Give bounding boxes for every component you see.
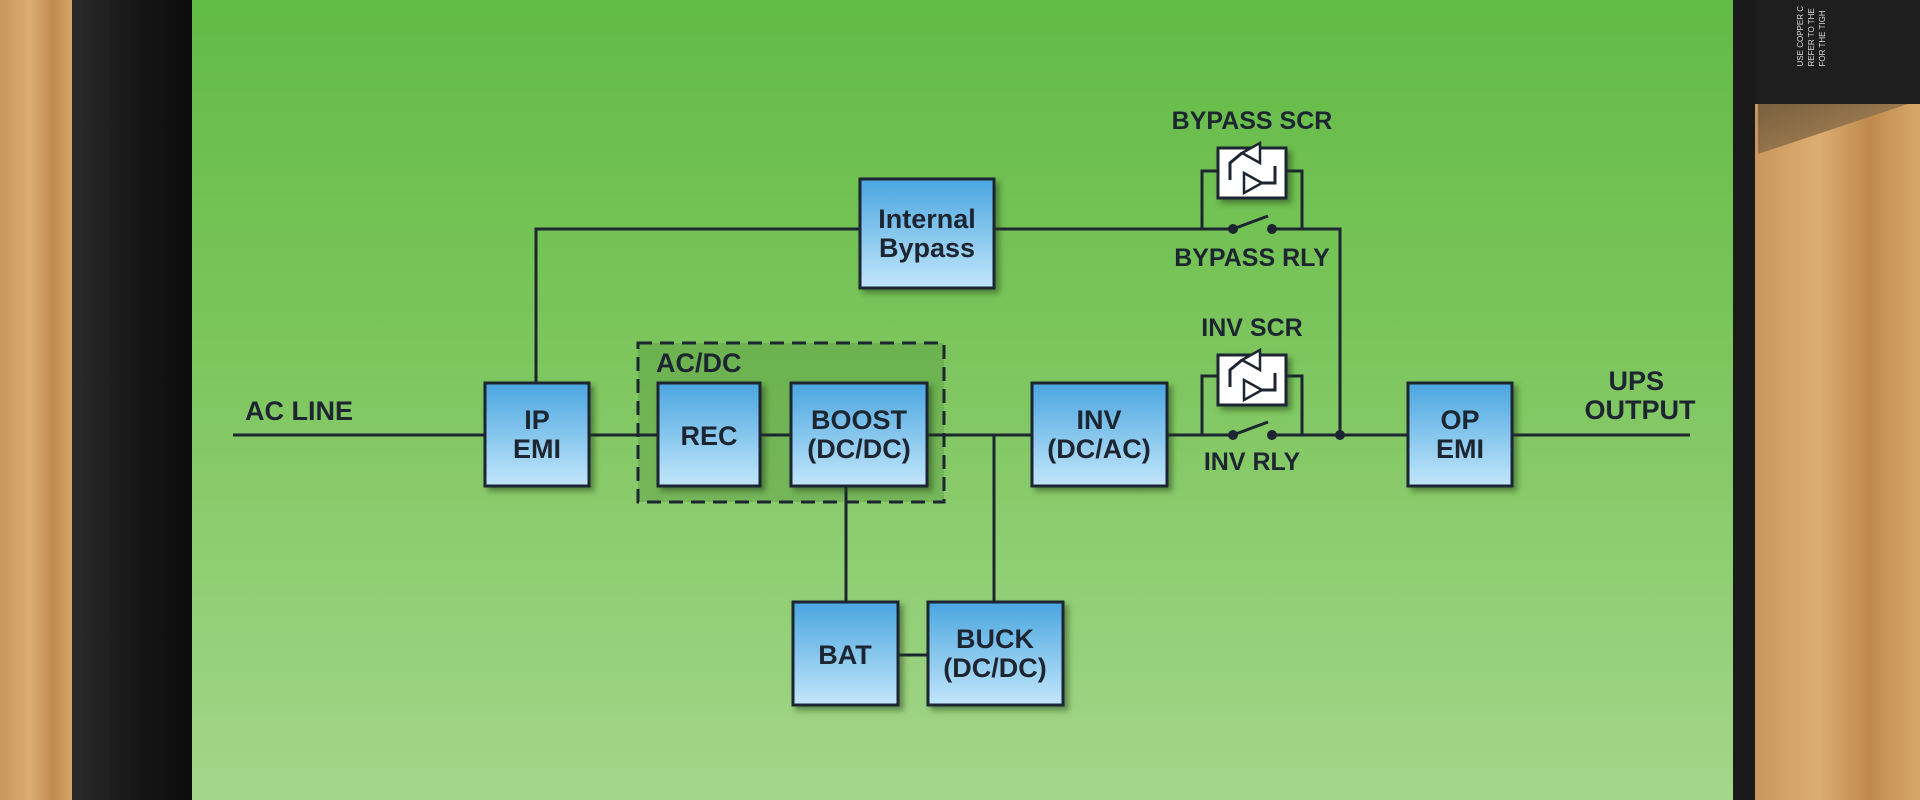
wires — [233, 227, 1690, 657]
block-box — [791, 600, 900, 707]
wood-surface-left — [0, 0, 75, 800]
block-box — [858, 177, 996, 290]
wire — [1200, 374, 1218, 435]
block-box — [926, 600, 1065, 707]
device-frame-left — [72, 0, 192, 800]
block-label-line: BUCK — [956, 624, 1034, 654]
block-label-line: (DC/DC) — [807, 434, 910, 464]
thyristor-icon — [1242, 170, 1265, 196]
inv-scr-label: INV SCR — [1201, 314, 1302, 342]
block-label-line: OP — [1440, 405, 1479, 435]
thyristor-icon — [1239, 347, 1262, 373]
bypass-relay-switch-icon — [1232, 214, 1269, 231]
inv-rly-label: INV RLY — [1204, 448, 1301, 476]
relay-contact — [1267, 224, 1277, 234]
device-frame-right — [1733, 0, 1755, 800]
thyristor-icon — [1239, 140, 1262, 166]
block-boost: BOOST(DC/DC) — [789, 381, 929, 488]
block-label: BOOST(DC/DC) — [807, 405, 910, 464]
block-box — [483, 381, 591, 488]
block-bat: BAT — [791, 600, 900, 707]
wire — [1262, 373, 1277, 392]
block-label: BAT — [818, 640, 872, 670]
block-label-line: INV — [1076, 405, 1121, 435]
ups-output-label: UPS OUTPUT — [1585, 366, 1697, 425]
block-label-line: EMI — [513, 434, 561, 464]
block-inv: INV(DC/AC) — [1030, 381, 1169, 488]
device-unit — [1755, 0, 1920, 104]
ups-output-line: UPS — [1608, 366, 1664, 396]
block-label-line: IP — [524, 405, 550, 435]
wire — [1286, 374, 1304, 435]
acdc-label: AC/DC — [656, 348, 742, 378]
block-label-line: Bypass — [879, 233, 975, 263]
wire — [1228, 151, 1243, 180]
bypass-rly-label: BYPASS RLY — [1174, 244, 1330, 272]
bypass-wire — [534, 227, 860, 383]
thyristor-icon — [1242, 377, 1265, 403]
block-label: BUCK(DC/DC) — [943, 624, 1046, 683]
block-label-line: Internal — [878, 204, 976, 234]
wire — [1228, 358, 1243, 387]
block-label: REC — [680, 421, 737, 451]
inv-relay-switch-icon — [1232, 420, 1269, 437]
bypass-return-wire — [1273, 227, 1342, 435]
ups-output-line: OUTPUT — [1585, 395, 1697, 425]
bypass-scr-label: BYPASS SCR — [1172, 107, 1333, 135]
block-box — [1406, 381, 1514, 488]
block-label-line: EMI — [1436, 434, 1484, 464]
block-box — [656, 381, 762, 488]
junction-dot — [1335, 430, 1345, 440]
block-label-line: BOOST — [811, 405, 908, 435]
block-rec: REC — [656, 381, 762, 488]
block-label: INV(DC/AC) — [1047, 405, 1150, 464]
bypass-scr-relay: BYPASS SCR BYPASS RLY — [1172, 107, 1333, 272]
block-label-line: (DC/AC) — [1047, 434, 1150, 464]
relay-contact — [1267, 430, 1277, 440]
wire — [1200, 169, 1218, 229]
wire — [1286, 169, 1304, 229]
block-label-line: (DC/DC) — [943, 653, 1046, 683]
block-box — [1030, 381, 1169, 488]
block-box — [789, 381, 929, 488]
wire — [1262, 166, 1277, 185]
block-buck: BUCK(DC/DC) — [926, 600, 1065, 707]
inv-scr-relay: INV SCR INV RLY — [1200, 314, 1304, 476]
ac-line-label: AC LINE — [245, 396, 353, 426]
